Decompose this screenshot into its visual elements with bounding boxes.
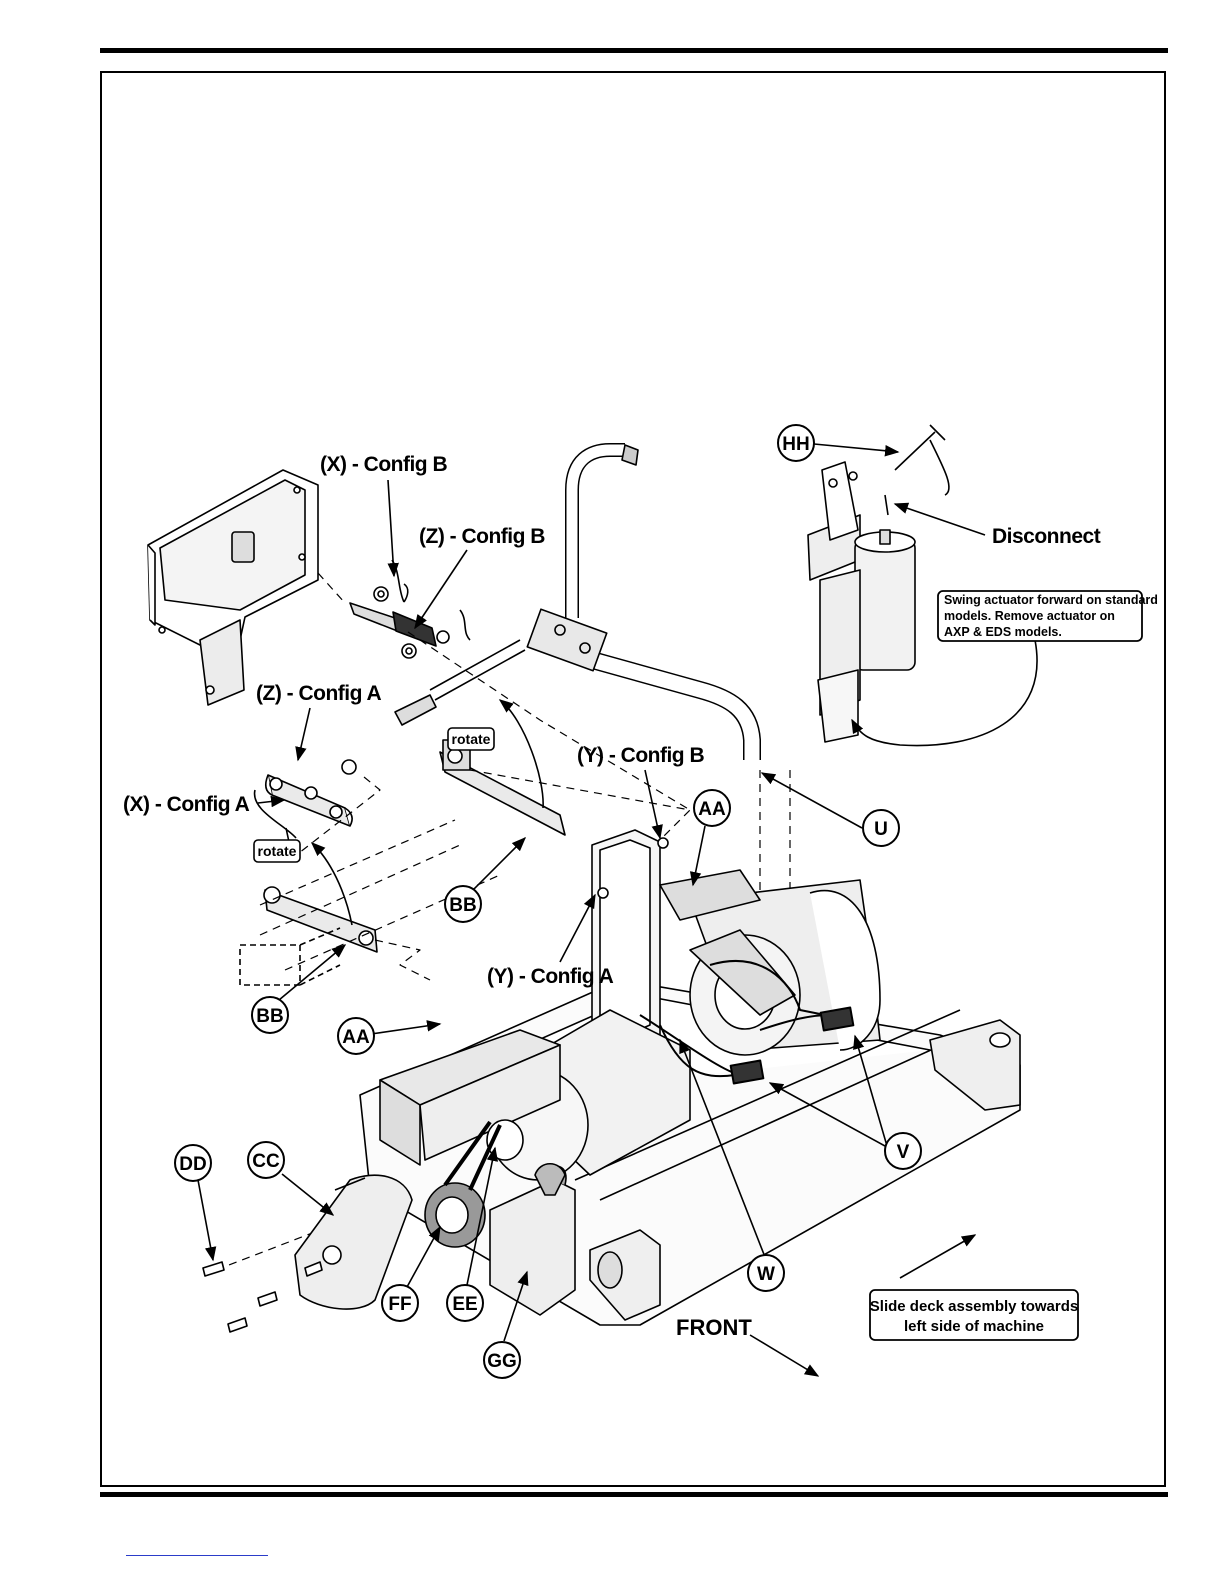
callout-dd: DD <box>175 1145 211 1181</box>
svg-text:DD: DD <box>179 1154 206 1175</box>
callout-aa-lower: AA <box>338 1018 374 1054</box>
note-swing-actuator: Swing actuator forward on standard model… <box>938 591 1158 641</box>
actuator <box>808 425 949 742</box>
callout-cc: CC <box>248 1142 284 1178</box>
svg-text:V: V <box>897 1142 910 1163</box>
label-z-config-b: (Z) - Config B <box>419 525 545 548</box>
svg-text:BB: BB <box>449 895 476 916</box>
label-disconnect: Disconnect <box>992 525 1101 548</box>
callout-ff: FF <box>382 1285 418 1321</box>
svg-text:EE: EE <box>452 1294 477 1315</box>
mounting-plate <box>148 470 318 705</box>
note-slide-deck: Slide deck assembly towards left side of… <box>870 1290 1078 1340</box>
handle-tube <box>527 445 752 760</box>
callout-aa-upper: AA <box>694 790 730 826</box>
svg-text:AA: AA <box>698 799 726 820</box>
svg-text:HH: HH <box>782 434 809 455</box>
drawing-artwork <box>148 425 1020 1332</box>
rotate-label-lower: rotate <box>254 840 300 862</box>
label-front: FRONT <box>676 1315 752 1340</box>
svg-text:FF: FF <box>388 1294 411 1315</box>
callout-gg: GG <box>484 1342 520 1378</box>
label-y-config-a: (Y) - Config A <box>487 965 614 988</box>
rotate-text-upper: rotate <box>452 731 491 747</box>
svg-text:BB: BB <box>256 1006 283 1027</box>
rotate-label-upper: rotate <box>448 728 494 750</box>
label-y-config-b: (Y) - Config B <box>577 744 704 767</box>
callout-bb-lower: BB <box>252 997 288 1033</box>
svg-text:GG: GG <box>487 1351 517 1372</box>
note-swing-line-3: AXP & EDS models. <box>944 625 1062 639</box>
svg-text:AA: AA <box>342 1027 370 1048</box>
config-b-pins <box>350 560 470 658</box>
callout-w: W <box>748 1255 784 1291</box>
svg-text:W: W <box>757 1264 775 1285</box>
label-x-config-b: (X) - Config B <box>320 453 447 476</box>
note-slide-line-2: left side of machine <box>904 1318 1044 1335</box>
note-slide-line-1: Slide deck assembly towards <box>870 1298 1078 1315</box>
callout-hh: HH <box>778 425 814 461</box>
svg-text:CC: CC <box>252 1151 280 1172</box>
label-z-config-a: (Z) - Config A <box>256 682 382 705</box>
note-swing-line-2: models. Remove actuator on <box>944 609 1115 623</box>
rotate-text-lower: rotate <box>258 843 297 859</box>
callout-u: U <box>863 810 899 846</box>
note-swing-line-1: Swing actuator forward on standard <box>944 593 1158 607</box>
callout-ee: EE <box>447 1285 483 1321</box>
svg-text:U: U <box>874 819 888 840</box>
callout-v: V <box>885 1133 921 1169</box>
callout-bb-upper: BB <box>445 886 481 922</box>
label-x-config-a: (X) - Config A <box>123 793 250 816</box>
